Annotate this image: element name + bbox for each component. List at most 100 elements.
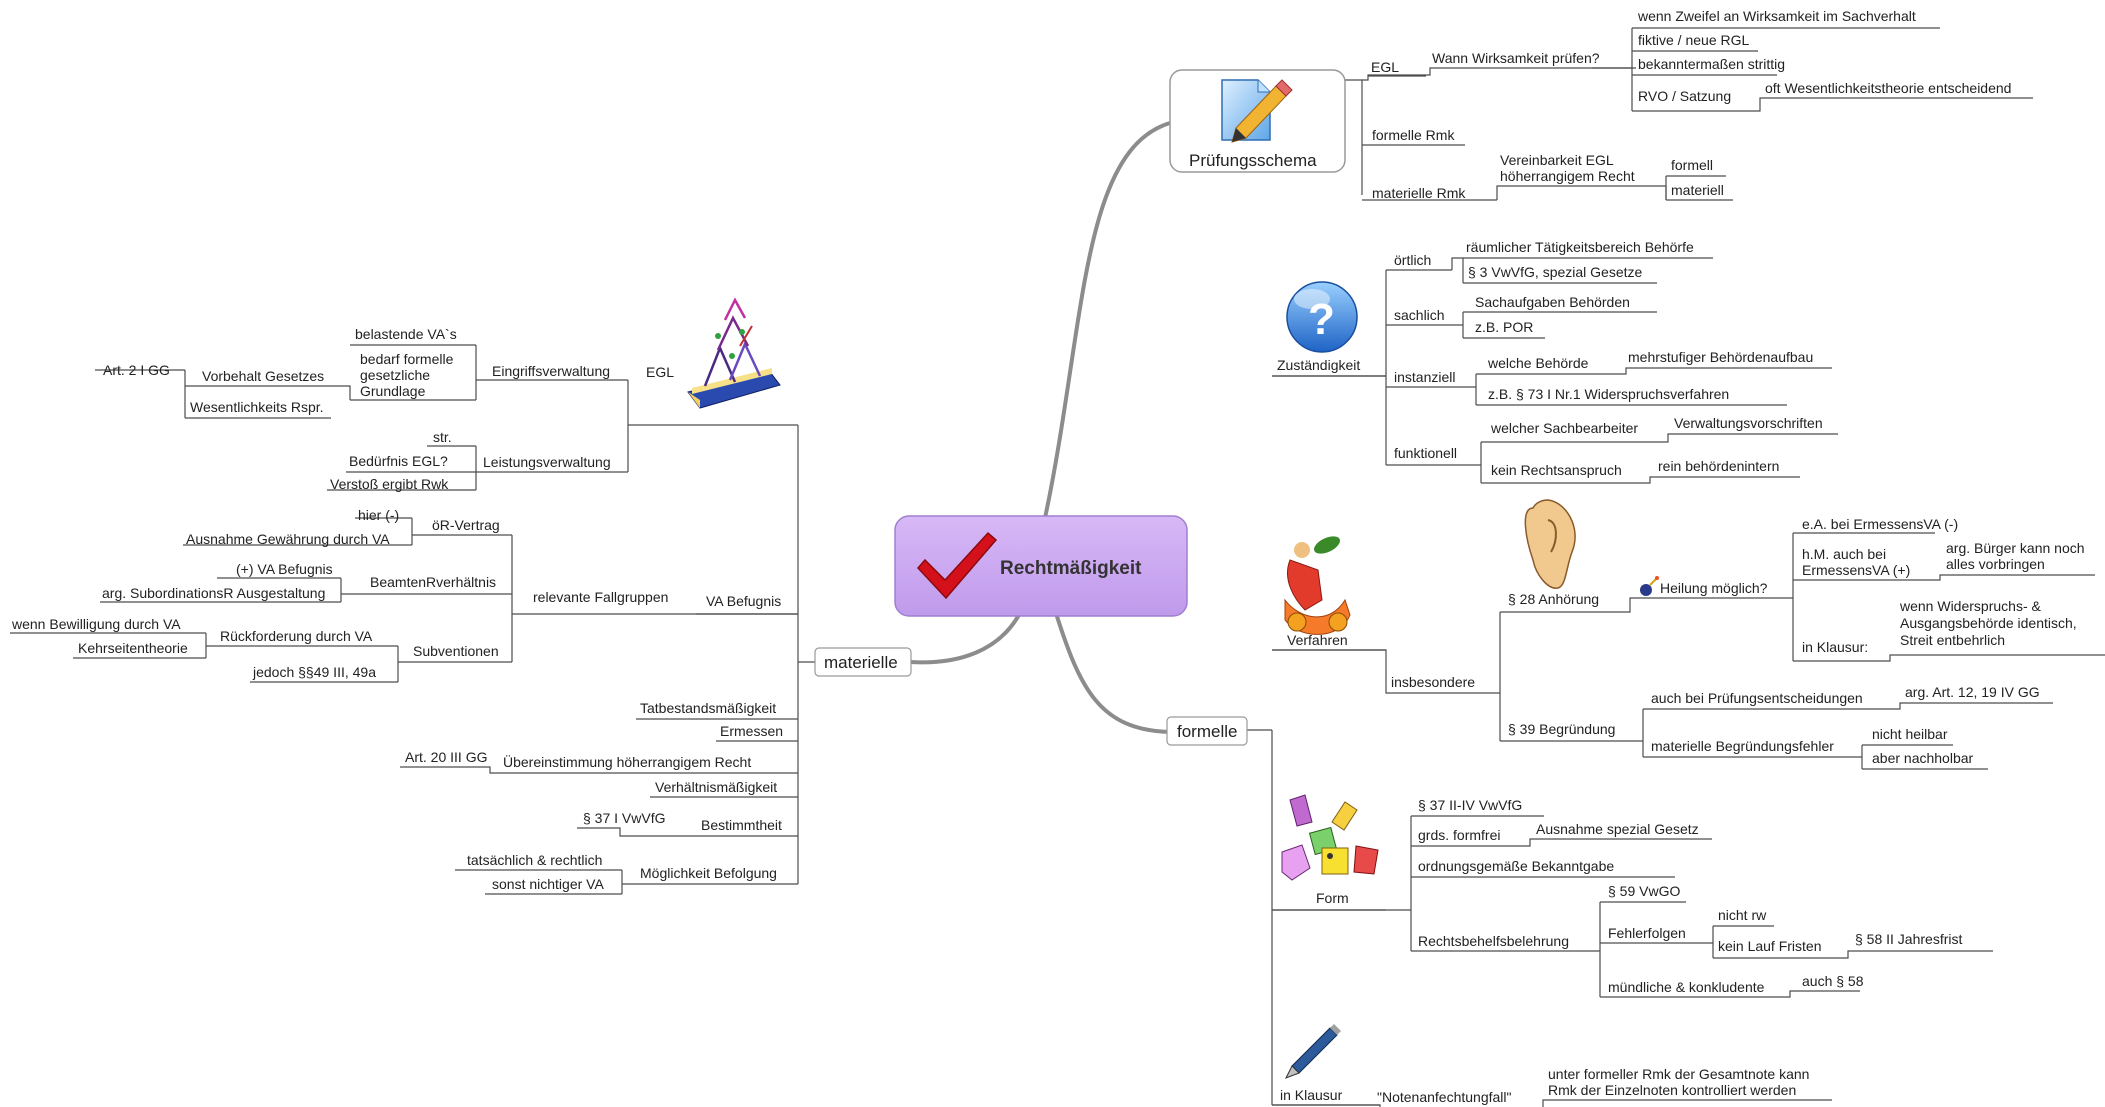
label-pruefungsentscheidungen[interactable]: auch bei Prüfungsentscheidungen — [1651, 690, 1863, 706]
label-tatbestand[interactable]: Tatbestandsmäßigkeit — [640, 700, 776, 716]
label-widerspruch[interactable]: Streit entbehrlich — [1900, 632, 2005, 648]
label-subventionen[interactable]: Subventionen — [413, 643, 499, 659]
formelle-node[interactable]: formelle — [1166, 716, 1248, 746]
label-kein-lauf[interactable]: kein Lauf Fristen — [1718, 938, 1822, 954]
label-oertlich[interactable]: örtlich — [1394, 252, 1431, 268]
label-form[interactable]: Form — [1316, 890, 1349, 906]
label-klausur-hinweis[interactable]: in Klausur: — [1802, 639, 1868, 655]
label-funktionell[interactable]: funktionell — [1394, 445, 1457, 461]
label-ausnahme[interactable]: Ausnahme spezial Gesetz — [1536, 821, 1699, 837]
label-sachlich-item[interactable]: Sachaufgaben Behörden — [1475, 294, 1630, 310]
label-va-befugnis-plus[interactable]: (+) VA Befugnis — [236, 561, 333, 577]
label-jedoch[interactable]: jedoch §§49 III, 49a — [252, 664, 376, 680]
label-art2[interactable]: Art. 2 I GG — [103, 362, 170, 378]
label-vereinbarkeit[interactable]: Vereinbarkeit EGL — [1500, 152, 1614, 168]
label-heilung[interactable]: Heilung möglich? — [1660, 580, 1768, 596]
label-arg-buerger[interactable]: arg. Bürger kann noch — [1946, 540, 2085, 556]
label-hier[interactable]: hier (-) — [358, 507, 399, 523]
label-notenanfechtung[interactable]: "Notenanfechtungfall" — [1377, 1089, 1512, 1105]
label-arg-art12[interactable]: arg. Art. 12, 19 IV GG — [1905, 684, 2040, 700]
label-nicht-heilbar[interactable]: nicht heilbar — [1872, 726, 1948, 742]
label-vereinbarkeit[interactable]: höherrangigem Recht — [1500, 168, 1635, 184]
label-rueckforderung[interactable]: Rückforderung durch VA — [220, 628, 373, 644]
label-oertlich-item[interactable]: räumlicher Tätigkeitsbereich Behörfe — [1466, 239, 1694, 255]
label-bedarf[interactable]: bedarf formelle — [360, 351, 454, 367]
label-vorbehalt[interactable]: Vorbehalt Gesetzes — [202, 368, 324, 384]
label-ea[interactable]: e.A. bei ErmessensVA (-) — [1802, 516, 1958, 532]
label-belastende[interactable]: belastende VA`s — [355, 326, 457, 342]
label-insbesondere[interactable]: insbesondere — [1391, 674, 1475, 690]
label-ermessen[interactable]: Ermessen — [720, 723, 783, 739]
label-leistung[interactable]: Leistungsverwaltung — [483, 454, 611, 470]
label-formelle-rmk[interactable]: formelle Rmk — [1372, 127, 1455, 143]
label-ausnahme-va[interactable]: Ausnahme Gewährung durch VA — [186, 531, 390, 547]
label-widerspruch[interactable]: wenn Widerspruchs- & — [1899, 598, 2041, 614]
label-befolgung-item[interactable]: sonst nichtiger VA — [492, 876, 604, 892]
materielle-node[interactable]: materielle — [814, 647, 912, 677]
label-va-befugnis[interactable]: VA Befugnis — [706, 593, 781, 609]
label-eingriff[interactable]: Eingriffsverwaltung — [492, 363, 610, 379]
label-nachholbar[interactable]: aber nachholbar — [1872, 750, 1974, 766]
label-mehrstufig[interactable]: mehrstufiger Behördenaufbau — [1628, 349, 1813, 365]
label-in-klausur[interactable]: in Klausur — [1280, 1087, 1343, 1103]
label-instanziell[interactable]: instanziell — [1394, 369, 1455, 385]
label-instanziell-item[interactable]: z.B. § 73 I Nr.1 Widerspruchsverfahren — [1488, 386, 1729, 402]
label-funktionell-item[interactable]: welcher Sachbearbeiter — [1490, 420, 1638, 436]
label-kehrseiten[interactable]: Kehrseitentheorie — [78, 640, 188, 656]
label-bedarf[interactable]: gesetzliche — [360, 367, 430, 383]
label-jahresfrist[interactable]: § 58 II Jahresfrist — [1855, 931, 1962, 947]
label-egl[interactable]: EGL — [1371, 59, 1399, 75]
label-funktionell-item[interactable]: kein Rechtsanspruch — [1491, 462, 1622, 478]
label-muendlich[interactable]: mündliche & konkludente — [1608, 979, 1765, 995]
label-wann-item[interactable]: fiktive / neue RGL — [1638, 32, 1749, 48]
label-bewilligung[interactable]: wenn Bewilligung durch VA — [11, 616, 181, 632]
label-verstoss[interactable]: Verstoß ergibt Rwk — [330, 476, 449, 492]
label-str[interactable]: str. — [433, 429, 452, 445]
label-wann[interactable]: Wann Wirksamkeit prüfen? — [1432, 50, 1600, 66]
label-sachlich-item[interactable]: z.B. POR — [1475, 319, 1533, 335]
label-wann-item[interactable]: wenn Zweifel an Wirksamkeit im Sachverha… — [1637, 8, 1916, 24]
label-auch58[interactable]: auch § 58 — [1802, 973, 1864, 989]
label-formell[interactable]: formell — [1671, 157, 1713, 173]
label-hm[interactable]: h.M. auch bei — [1802, 546, 1886, 562]
label-begruendungsfehler[interactable]: materielle Begründungsfehler — [1651, 738, 1834, 754]
root-node[interactable]: Rechtmäßigkeit — [894, 515, 1188, 617]
label-rbl[interactable]: Rechtsbehelfsbelehrung — [1418, 933, 1569, 949]
label-bestimmtheit[interactable]: Bestimmtheit — [701, 817, 782, 833]
label-oer[interactable]: öR-Vertrag — [432, 517, 500, 533]
label-nicht-rw[interactable]: nicht rw — [1718, 907, 1767, 923]
label-verwaltungsvorschriften[interactable]: Verwaltungsvorschriften — [1674, 415, 1823, 431]
label-befolgung-item[interactable]: tatsächlich & rechtlich — [467, 852, 602, 868]
label-hm[interactable]: ErmessensVA (+) — [1802, 562, 1910, 578]
label-verfahren[interactable]: Verfahren — [1287, 632, 1348, 648]
label-vwgo[interactable]: § 59 VwGO — [1608, 883, 1680, 899]
label-materielle-rmk[interactable]: materielle Rmk — [1372, 185, 1466, 201]
label-rein-intern[interactable]: rein behördenintern — [1658, 458, 1779, 474]
label-fallgruppen[interactable]: relevante Fallgruppen — [533, 589, 668, 605]
label-bedarf[interactable]: Grundlage — [360, 383, 426, 399]
label-wesentlichkeit[interactable]: Wesentlichkeits Rspr. — [190, 399, 324, 415]
label-wann-item[interactable]: RVO / Satzung — [1638, 88, 1731, 104]
label-befolgung[interactable]: Möglichkeit Befolgung — [640, 865, 777, 881]
label-bekanntgabe[interactable]: ordnungsgemäße Bekanntgabe — [1418, 858, 1614, 874]
label-begruendung[interactable]: § 39 Begründung — [1508, 721, 1615, 737]
label-rvo-detail[interactable]: oft Wesentlichkeitstheorie entscheidend — [1765, 80, 2011, 96]
label-art20[interactable]: Art. 20 III GG — [405, 749, 487, 765]
label-widerspruch[interactable]: Ausgangsbehörde identisch, — [1900, 615, 2077, 631]
label-vwvfg37[interactable]: § 37 I VwVfG — [583, 810, 665, 826]
label-wann-item[interactable]: bekanntermaßen strittig — [1638, 56, 1785, 72]
label-materiell[interactable]: materiell — [1671, 182, 1724, 198]
label-beduerfnis[interactable]: Bedürfnis EGL? — [349, 453, 448, 469]
label-fehlerfolgen[interactable]: Fehlerfolgen — [1608, 925, 1686, 941]
label-vwvfg[interactable]: § 37 II-IV VwVfG — [1418, 797, 1522, 813]
label-formfrei[interactable]: grds. formfrei — [1418, 827, 1500, 843]
label-egl-materielle[interactable]: EGL — [646, 364, 674, 380]
label-beamten[interactable]: BeamtenRverhältnis — [370, 574, 496, 590]
label-subordination[interactable]: arg. SubordinationsR Ausgestaltung — [102, 585, 325, 601]
label-uebereinstimmung[interactable]: Übereinstimmung höherrangigem Recht — [503, 753, 751, 770]
pruefungsschema-node[interactable]: Prüfungsschema — [1169, 69, 1346, 173]
label-verhaeltnis[interactable]: Verhältnismäßigkeit — [655, 779, 777, 795]
label-sachlich[interactable]: sachlich — [1394, 307, 1445, 323]
label-anhoerung[interactable]: § 28 Anhörung — [1508, 591, 1599, 607]
label-instanziell-item[interactable]: welche Behörde — [1487, 355, 1589, 371]
